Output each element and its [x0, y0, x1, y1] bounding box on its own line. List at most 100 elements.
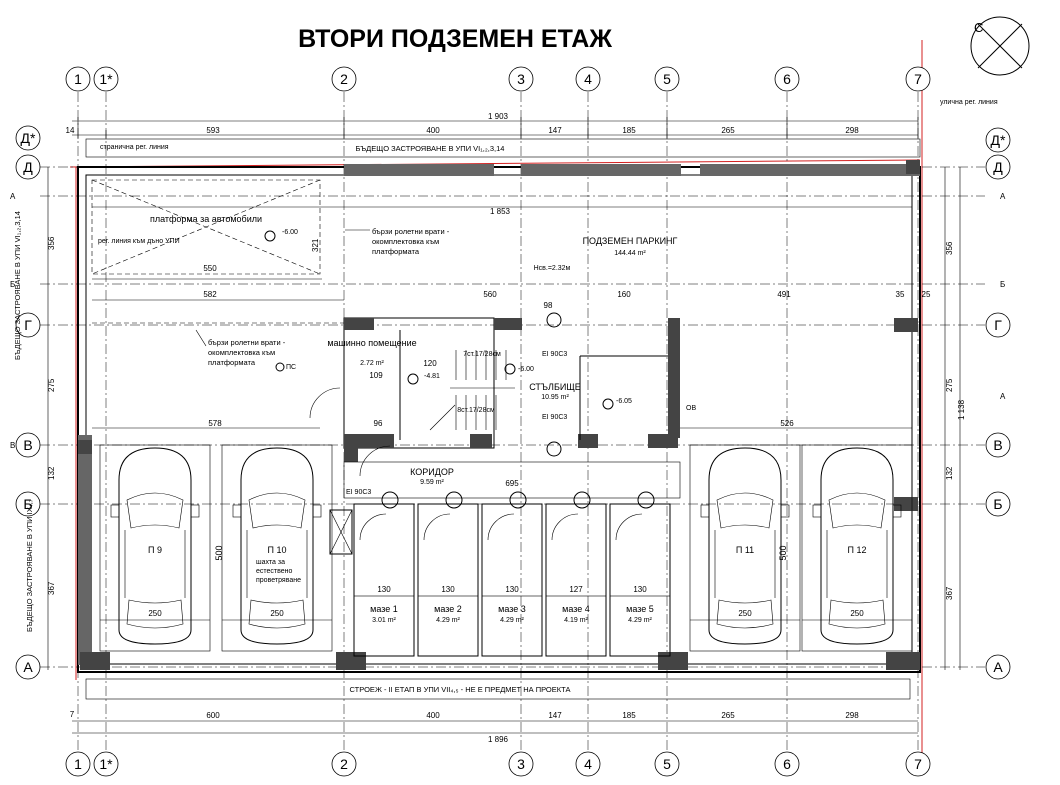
- dim-top-seg: 593: [206, 126, 220, 135]
- row-mark: Б: [10, 280, 15, 289]
- storage-name: мазе 3: [498, 604, 526, 614]
- dim-bottom-seg: 147: [548, 711, 562, 720]
- corridor: КОРИДОР 9.59 m² 695: [309, 387, 681, 499]
- row-bubble: Б: [985, 491, 1011, 517]
- reg-line-label: рег. линия към дъно УПИ: [98, 238, 180, 245]
- car-platform: платформа за автомобили -6.00 550 582: [91, 179, 344, 324]
- dim-1853: 1 853: [490, 207, 511, 216]
- level-lobby: -6.05: [616, 398, 632, 405]
- core-block: машинно помещение 2.72 m² СТЪЛБИЩЕ 10.95…: [275, 312, 696, 496]
- svg-text:C: C: [974, 20, 983, 35]
- future-left-bottom-label: БЪДЕЩО ЗАСТРОЯВАНЕ В УПИ IX₄,₇: [25, 499, 34, 632]
- door-mark: [573, 491, 591, 509]
- storage-area: 4.19 m²: [564, 617, 588, 624]
- storage-name: мазе 5: [626, 604, 654, 614]
- column-bubble: 7: [905, 751, 931, 777]
- corridor-area: 9.59 m²: [420, 479, 444, 486]
- dim-1138: 1 138: [957, 399, 966, 420]
- dim-695: 695: [505, 479, 519, 488]
- svg-text:окомплектовка към: окомплектовка към: [372, 237, 439, 246]
- dimension-chain-bottom: 1 896 7 600 400 147 185 265 298: [70, 710, 918, 744]
- storage-width: 127: [569, 585, 583, 594]
- svg-text:платформата: платформата: [372, 247, 420, 256]
- grid-label: Г: [24, 317, 32, 333]
- corridor-label: КОРИДОР: [410, 467, 454, 477]
- car-icon: [110, 447, 200, 645]
- ventilation-shaft: шахта за естествено проветряване: [256, 509, 353, 584]
- svg-text:бързи ролетни врати -: бързи ролетни врати -: [208, 338, 286, 347]
- dim-275-right: 275: [945, 378, 954, 392]
- spot-width: 250: [738, 609, 752, 618]
- grid-label: 6: [783, 71, 791, 87]
- stage-two-strip: СТРОЕЖ - II ЕТАП В УПИ VII₄,₅ - НЕ Е ПРЕ…: [85, 678, 911, 700]
- parking-hall: ПОДЗЕМЕН ПАРКИНГ 144.44 m² Нсв.=2.32м 1 …: [92, 206, 931, 310]
- dim-bottom-seg: 600: [206, 711, 220, 720]
- dim-top-seg: 400: [426, 126, 440, 135]
- column-bubble: 3: [508, 751, 534, 777]
- north-arrow-icon: C: [970, 16, 1030, 76]
- door-mark: [381, 491, 399, 509]
- dim-275-left: 275: [47, 378, 56, 392]
- row-mark: В: [10, 441, 15, 450]
- dim-160: 160: [617, 290, 631, 299]
- spot-label: П 12: [848, 545, 867, 555]
- grid-label: Д*: [991, 132, 1006, 148]
- column-bubble: 7: [905, 66, 931, 92]
- storage-area: 4.29 m²: [628, 617, 652, 624]
- door-mark: [637, 491, 655, 509]
- grid-label: 3: [517, 71, 525, 87]
- storage-width: 130: [633, 585, 647, 594]
- stair-label: СТЪЛБИЩЕ: [529, 382, 581, 392]
- row-bubble: А: [15, 654, 41, 680]
- dim-top-seg: 298: [845, 126, 859, 135]
- car-icon: [812, 447, 902, 645]
- row-mark: А: [10, 192, 16, 201]
- column-bubble: 4: [575, 751, 601, 777]
- column-bubble: 5: [654, 66, 680, 92]
- dim-491: 491: [777, 290, 791, 299]
- row-bubble: Д: [15, 154, 41, 180]
- row-bubble: В: [15, 432, 41, 458]
- platform-label: платформа за автомобили: [150, 214, 262, 224]
- spot-length: 500: [214, 545, 224, 560]
- column-bubble: 1*: [93, 751, 119, 777]
- column-bubble: 1: [65, 66, 91, 92]
- storage-width: 130: [377, 585, 391, 594]
- spot-length: 500: [778, 545, 788, 560]
- dim-total-top: 1 903: [488, 112, 509, 121]
- row-bubble: Д*: [985, 127, 1011, 153]
- storage-width: 130: [441, 585, 455, 594]
- exterior-walls: [77, 160, 921, 673]
- grid-label: 1*: [99, 71, 113, 87]
- svg-text:бързи ролетни врати -: бързи ролетни врати -: [372, 227, 450, 236]
- grid-label: Б: [23, 496, 32, 512]
- dim-550: 550: [203, 264, 217, 273]
- parking-height: Нсв.=2.32м: [534, 265, 571, 272]
- storage-width: 130: [505, 585, 519, 594]
- dim-109: 109: [369, 371, 383, 380]
- dim-top-seg: 185: [622, 126, 636, 135]
- parking-area: 144.44 m²: [614, 250, 646, 257]
- shaft-label-1: шахта за: [256, 559, 285, 566]
- grid-label: В: [23, 437, 32, 453]
- storage-name: мазе 2: [434, 604, 462, 614]
- dim-bottom-left: 7: [70, 710, 75, 719]
- car-icon: [232, 447, 322, 645]
- dim-bottom-seg: 265: [721, 711, 735, 720]
- column-grid: [77, 92, 919, 750]
- dim-bottom-seg: 185: [622, 711, 636, 720]
- grid-label: 7: [914, 756, 922, 772]
- door-ei90-2: EI 90С3: [542, 414, 567, 421]
- grid-label: Д: [993, 159, 1003, 175]
- grid-label: 6: [783, 756, 791, 772]
- ob-label: ОВ: [686, 405, 696, 412]
- column-bubble: 6: [774, 66, 800, 92]
- door-mark: [509, 491, 527, 509]
- grid-label: Д*: [21, 130, 36, 146]
